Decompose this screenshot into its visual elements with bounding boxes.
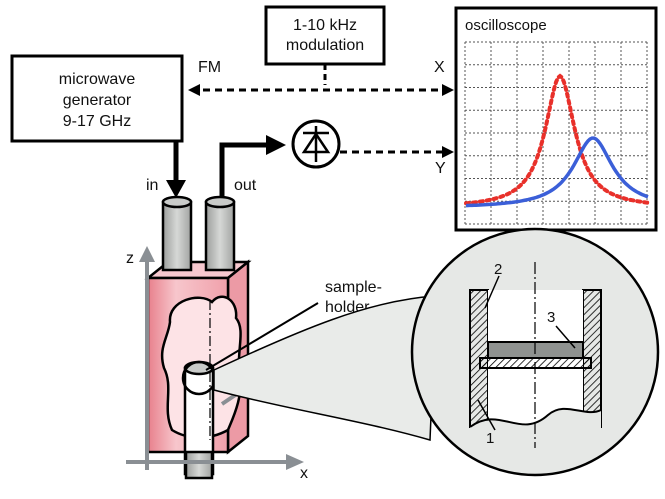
trace-blue-solid xyxy=(465,136,649,208)
callout-1: 1 xyxy=(486,430,494,447)
callout-1-leader xyxy=(477,399,496,431)
oscilloscope-title: oscilloscope xyxy=(465,17,547,34)
oscilloscope-y-label: Y xyxy=(435,160,446,177)
coax-connector-in xyxy=(161,195,193,272)
fm-arrowhead xyxy=(188,84,200,96)
modulation-line2: modulation xyxy=(286,37,364,54)
generator-line3: 9-17 GHz xyxy=(63,113,131,130)
diode-detector-icon xyxy=(291,119,341,169)
sample-holder-leader xyxy=(205,302,319,371)
input-waveguide-arrow xyxy=(166,141,186,198)
modulation-line1: 1-10 kHz xyxy=(293,17,357,34)
output-waveguide-arrow xyxy=(219,135,286,198)
port-in-label: in xyxy=(146,177,158,194)
callout-3: 3 xyxy=(547,309,555,326)
detail-view: 2 3 1 xyxy=(410,227,660,477)
oscilloscope: oscilloscope xyxy=(454,6,658,232)
oscilloscope-x-label: X xyxy=(434,59,445,76)
callout-2: 2 xyxy=(494,261,502,278)
axis-z-label: z xyxy=(126,250,134,267)
axis-x xyxy=(126,454,304,470)
oscilloscope-frame xyxy=(454,6,658,232)
callout-3-leader xyxy=(555,325,576,349)
sample-holder-line1: sample- xyxy=(325,279,382,296)
resonator-cavity xyxy=(144,259,252,480)
coax-connector-out xyxy=(204,195,236,272)
modulation-box: 1-10 kHz modulation xyxy=(264,5,386,66)
modulation-link xyxy=(188,64,454,96)
detector-y-link xyxy=(340,146,454,158)
callout-2-leader xyxy=(484,275,500,309)
x-arrowhead xyxy=(442,84,454,96)
generator-box: microwave generator 9-17 GHz xyxy=(10,54,184,143)
port-out-label: out xyxy=(234,177,257,194)
axis-x-label: x xyxy=(300,465,308,482)
generator-line2: generator xyxy=(63,92,132,109)
fm-label: FM xyxy=(198,59,221,76)
generator-line1: microwave xyxy=(59,71,136,88)
axis-z xyxy=(139,246,155,470)
trace-red-dotted xyxy=(464,73,650,206)
